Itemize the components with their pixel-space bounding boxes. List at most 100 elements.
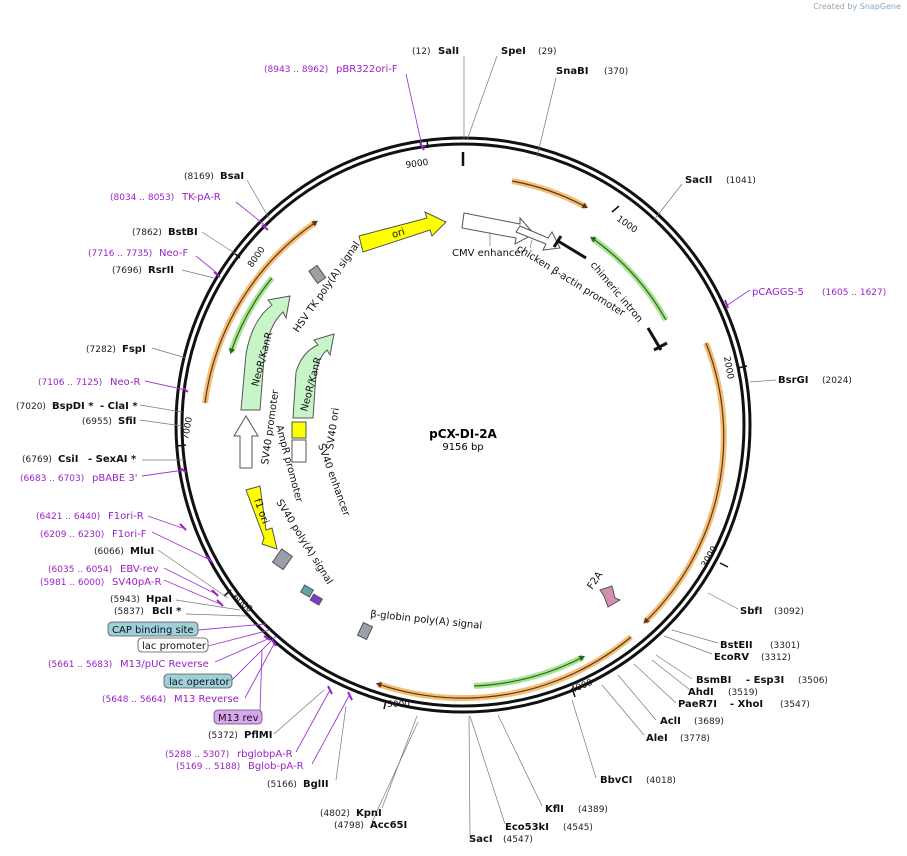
orf-arc-bottom-line	[375, 636, 632, 699]
enzyme-pos-ecorv: (3312)	[761, 653, 791, 663]
orf-arc-right	[642, 341, 727, 625]
tick-1000: 1000	[614, 214, 639, 235]
primer-name-pcaggs-5: pCAGGS-5	[752, 287, 804, 298]
enzyme-name-saci: SacI	[469, 834, 493, 845]
plasmid-length: 9156 bp	[442, 442, 483, 453]
enzyme-extra-xhoi: - XhoI	[730, 699, 763, 710]
primer-name-neo-r: Neo-R	[110, 377, 141, 388]
enzyme-name-spei: SpeI	[501, 46, 526, 57]
tick-mark-6000	[223, 589, 232, 597]
primer-marks	[179, 142, 729, 701]
enzyme-pos-bspdi: (7020)	[16, 402, 46, 412]
enzyme-pos-sbfi: (3092)	[774, 607, 804, 617]
enzyme-pos-saci: (4547)	[503, 835, 533, 845]
snapgene-logo-text: SnapGene	[859, 2, 901, 11]
enzyme-name-pflmi: PflMI	[244, 730, 272, 741]
feature-bglob-box	[356, 621, 374, 641]
feature-sv40enh-label: SV40 enhancer	[315, 442, 352, 518]
tick-mark-9000	[426, 139, 429, 149]
enzyme-name-bsrgi: BsrGI	[778, 375, 808, 386]
tick-5000: 5000	[387, 700, 410, 710]
chicken-lead	[529, 239, 533, 249]
primer-range-pcaggs-5: (1605 .. 1627)	[822, 288, 886, 298]
enzyme-pos-csii: (6769)	[22, 455, 52, 465]
tick-7000: 7000	[181, 416, 195, 441]
primer-range-tk-pa-r: (8034 .. 8053)	[110, 193, 174, 203]
enzyme-pos-hpai: (5943)	[110, 595, 140, 605]
lac-promoter-label: lac promoter	[142, 641, 207, 652]
primer-name-sv40pa-r: SV40pA-R	[112, 577, 161, 588]
cap-binding-site-box	[107, 621, 199, 637]
feature-sv40ori-box	[291, 421, 307, 439]
primer-name-pbabe3: pBABE 3'	[92, 473, 138, 484]
backbone-inner	[180, 142, 746, 708]
enzyme-name-kpni: KpnI	[356, 808, 382, 819]
m13-rev-label: M13 rev	[218, 713, 259, 724]
feature-cmv-label: CMV enhancer	[452, 248, 526, 259]
feature-sv40ori-label: SV40 ori	[325, 407, 342, 450]
enzyme-pos-bstbi: (7862)	[132, 228, 162, 238]
enzyme-pos-fspi: (7282)	[86, 345, 116, 355]
tick-6000: 6000	[230, 593, 254, 616]
enzyme-pos-bsteii: (3301)	[770, 641, 800, 651]
feature-neo2-arrow	[292, 333, 335, 419]
green-arc-left-line	[229, 277, 273, 355]
enzyme-name-ecorv: EcoRV	[714, 652, 749, 663]
enzyme-pos-paer7i: (3547)	[780, 700, 810, 710]
cap-binding-site-label: CAP binding site	[112, 625, 194, 636]
enzyme-name-ahdi: AhdI	[688, 687, 714, 698]
feature-ori-arrow	[358, 211, 447, 253]
enzyme-name-bstbi: BstBI	[168, 227, 198, 238]
green-arc-bottom	[473, 654, 585, 689]
enzyme-extra-esp3i: - Esp3I	[746, 675, 784, 686]
primer-range-sv40pa-r: (5981 .. 6000)	[40, 578, 104, 588]
primer-name-rbglobpa-r: rbglobpA-R	[237, 749, 293, 760]
feature-chicken-promoter-arrow	[515, 225, 561, 251]
orf-arc-bottom	[377, 634, 633, 702]
feature-small-violet	[309, 593, 324, 606]
enzyme-pos-sacii: (1041)	[726, 176, 756, 186]
enzyme-pos-bbvci: (4018)	[646, 776, 676, 786]
enzyme-pos-sali: (12)	[412, 47, 430, 57]
enzyme-pos-kfli: (4389)	[578, 805, 608, 815]
enzyme-name-eco53ki: Eco53kI	[505, 822, 549, 833]
feature-sv40p-arrow	[233, 415, 259, 469]
tick-mark-2000	[737, 365, 748, 369]
feature-sv40pa-box	[271, 548, 294, 571]
green-arc-bottom-line	[473, 655, 586, 687]
enzyme-name-fspi: FspI	[122, 344, 146, 355]
enzyme-name-sali: SalI	[438, 46, 459, 57]
orf-arc-top-line	[511, 180, 589, 209]
feature-sv40enh-box	[291, 439, 307, 463]
enzyme-labels: (12) SalI SpeI (29) SnaBI (370) SacII (1…	[16, 46, 852, 845]
primer-range-bglob-pa-r: (5169 .. 5188)	[176, 762, 240, 772]
plasmid-name: pCX-DI-2A	[429, 427, 497, 441]
feature-tkpa-box	[308, 264, 327, 285]
primer-name-bglob-pa-r: Bglob-pA-R	[248, 761, 304, 772]
enzyme-pos-spei: (29)	[538, 47, 556, 57]
enzyme-name-rsrii: RsrII	[148, 265, 174, 276]
enzyme-pos-acli: (3689)	[694, 717, 724, 727]
enzyme-pos-mlui: (6066)	[94, 547, 124, 557]
tick-mark-5000	[383, 699, 387, 710]
orf-arc-left-line	[204, 220, 318, 404]
primer-range-neo-f: (7716 .. 7735)	[88, 249, 152, 259]
enzyme-pos-bcli: (5837)	[114, 607, 144, 617]
tick-mark-1000	[611, 205, 620, 213]
enzyme-pos-eco53ki: (4545)	[563, 823, 593, 833]
lac-operator-label: lac operator	[169, 677, 230, 688]
primer-name-m13puc-rev: M13/pUC Reverse	[120, 659, 209, 670]
feature-cmv-enhancer-arrow	[461, 212, 535, 245]
primer-name-ebv-rev: EBV-rev	[120, 564, 159, 575]
primer-name-pbr322ori-f: pBR322ori-F	[336, 64, 398, 75]
feature-sv40pa-label: SV40 poly(A) signal	[273, 498, 334, 587]
enzyme-pos-snabi: (370)	[604, 67, 628, 77]
enzyme-name-bbvci: BbvCI	[600, 775, 632, 786]
enzyme-pos-bsai: (8169)	[184, 172, 214, 182]
primer-name-neo-f: Neo-F	[159, 248, 189, 259]
feature-intron-bar	[552, 235, 587, 260]
enzyme-extra-sexai: - SexAI *	[88, 454, 137, 465]
enzyme-name-paer7i: PaeR7I	[678, 699, 717, 710]
primer-labels: (8943 .. 8962) pBR322ori-F pCAGGS-5 (160…	[20, 64, 886, 772]
